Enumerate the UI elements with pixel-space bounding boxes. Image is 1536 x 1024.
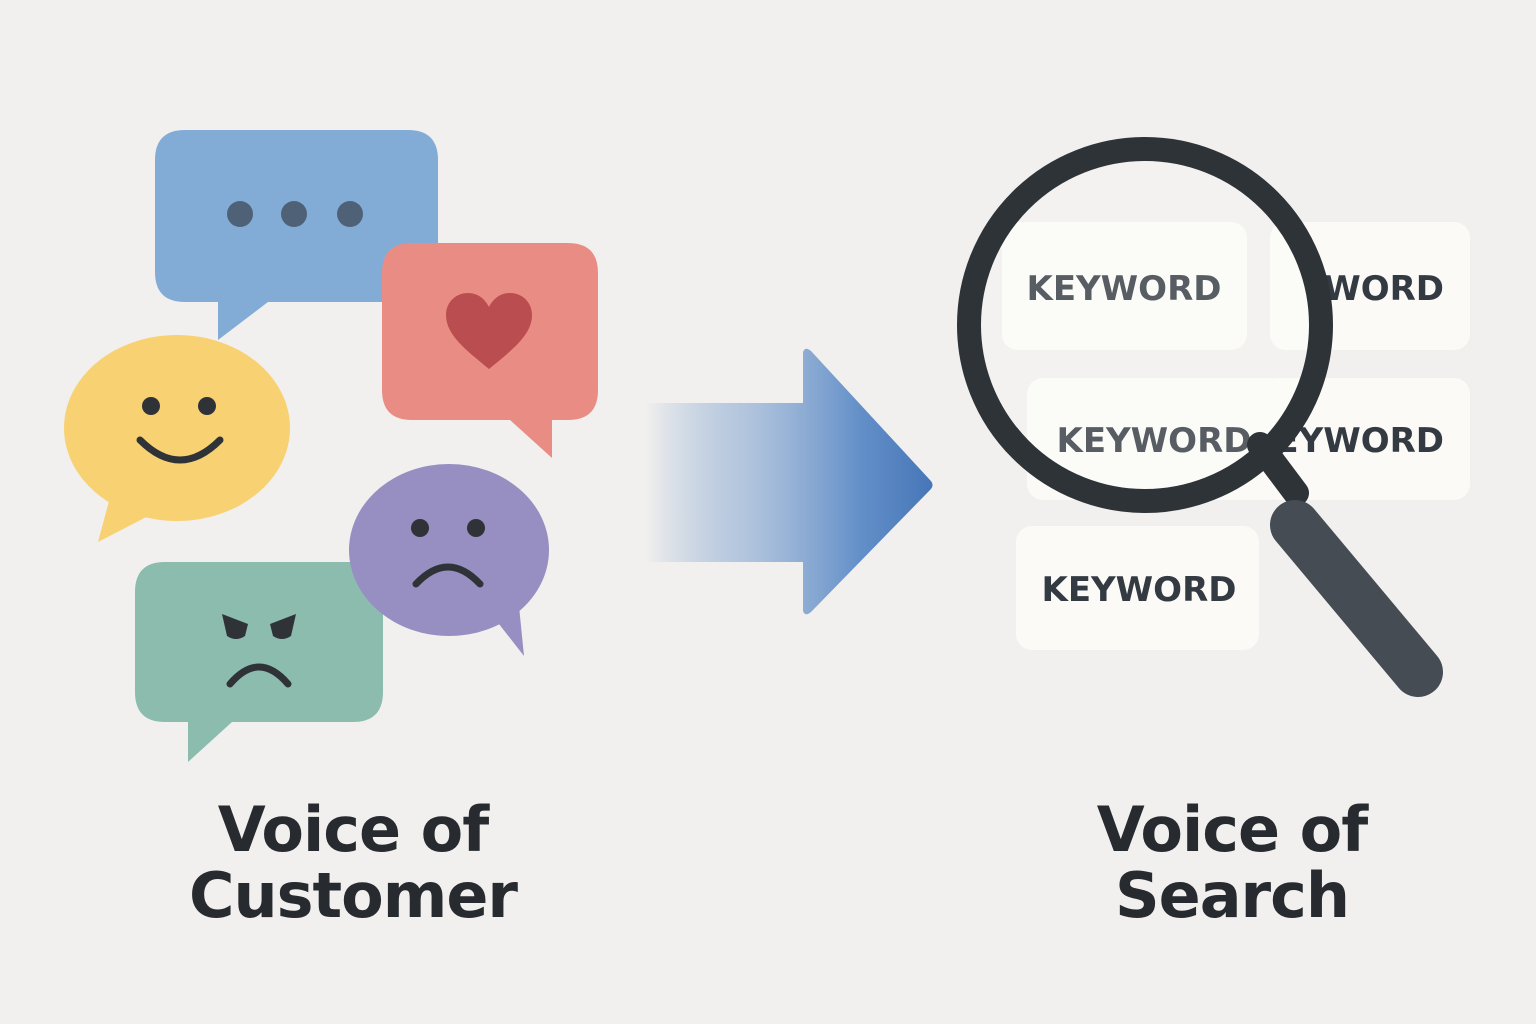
keyword-label-1: KEYWORD (1026, 269, 1221, 309)
magnifying-glass-icon (957, 137, 1443, 697)
caption-left-line2: Customer (188, 859, 518, 932)
heart-icon (446, 293, 532, 369)
typing-bubble (155, 130, 438, 340)
angry-face-icon (222, 614, 296, 688)
caption-left-line1: Voice of (217, 793, 489, 866)
keyword-label-5: KEYWORD (1041, 570, 1236, 610)
keyword-card-5: KEYWORD (1016, 526, 1259, 650)
keyword-card-3: KEYWORD (1027, 378, 1285, 500)
right-arrow-icon (645, 348, 933, 615)
keyword-label-3: KEYWORD (1056, 421, 1251, 461)
keyword-card-1: KEYWORD (1002, 222, 1247, 350)
happy-bubble (64, 335, 290, 542)
ellipsis-icon (227, 201, 363, 227)
keyword-label-2: WORD (1323, 269, 1444, 309)
angry-bubble (135, 562, 383, 762)
caption-right-line2: Search (1114, 859, 1350, 932)
caption-right-line1: Voice of (1096, 793, 1368, 866)
sad-bubble (349, 464, 549, 656)
heart-bubble (382, 243, 598, 458)
smile-face-icon (136, 397, 224, 464)
keyword-card-4: EYWORD (1262, 378, 1470, 500)
voice-of-search-caption: Voice of Search (1012, 797, 1452, 929)
sad-face-icon (411, 519, 485, 588)
voice-of-customer-caption: Voice of Customer (133, 797, 573, 929)
keyword-label-4: EYWORD (1275, 421, 1444, 461)
